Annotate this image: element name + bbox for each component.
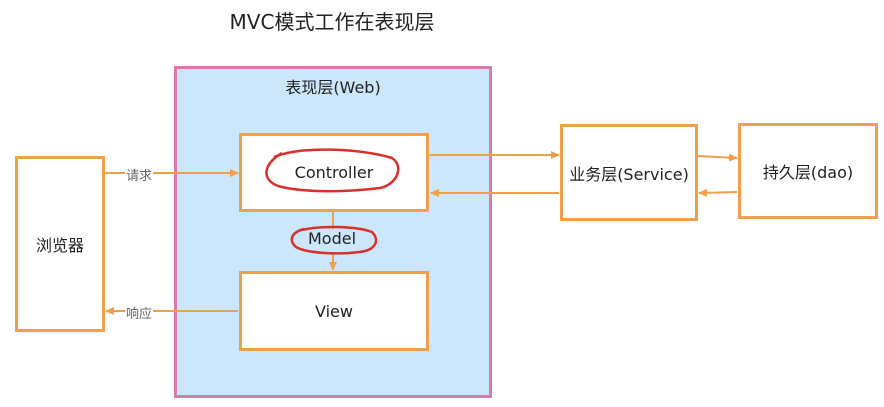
controller-label: Controller [294, 163, 374, 182]
dao-node: 持久层(dao) [738, 123, 878, 219]
request-label: 请求 [125, 165, 154, 184]
model-label: Model [307, 229, 357, 248]
response-label: 响应 [125, 303, 154, 322]
view-label: View [315, 301, 353, 321]
controller-highlight-circle [265, 148, 400, 193]
web-layer-label: 表现层(Web) [285, 78, 381, 97]
service-label: 业务层(Service) [569, 164, 689, 184]
dao-label: 持久层(dao) [762, 163, 854, 182]
dao-to-service-arrow [698, 188, 738, 197]
browser-node: 浏览器 [15, 156, 105, 332]
service-node: 业务层(Service) [560, 124, 698, 221]
diagram-title: MVC模式工作在表现层 [229, 10, 435, 34]
service-to-dao-arrow [697, 153, 738, 162]
view-node: View [239, 271, 429, 351]
model-highlight-circle [290, 225, 378, 255]
browser-label: 浏览器 [35, 236, 84, 255]
